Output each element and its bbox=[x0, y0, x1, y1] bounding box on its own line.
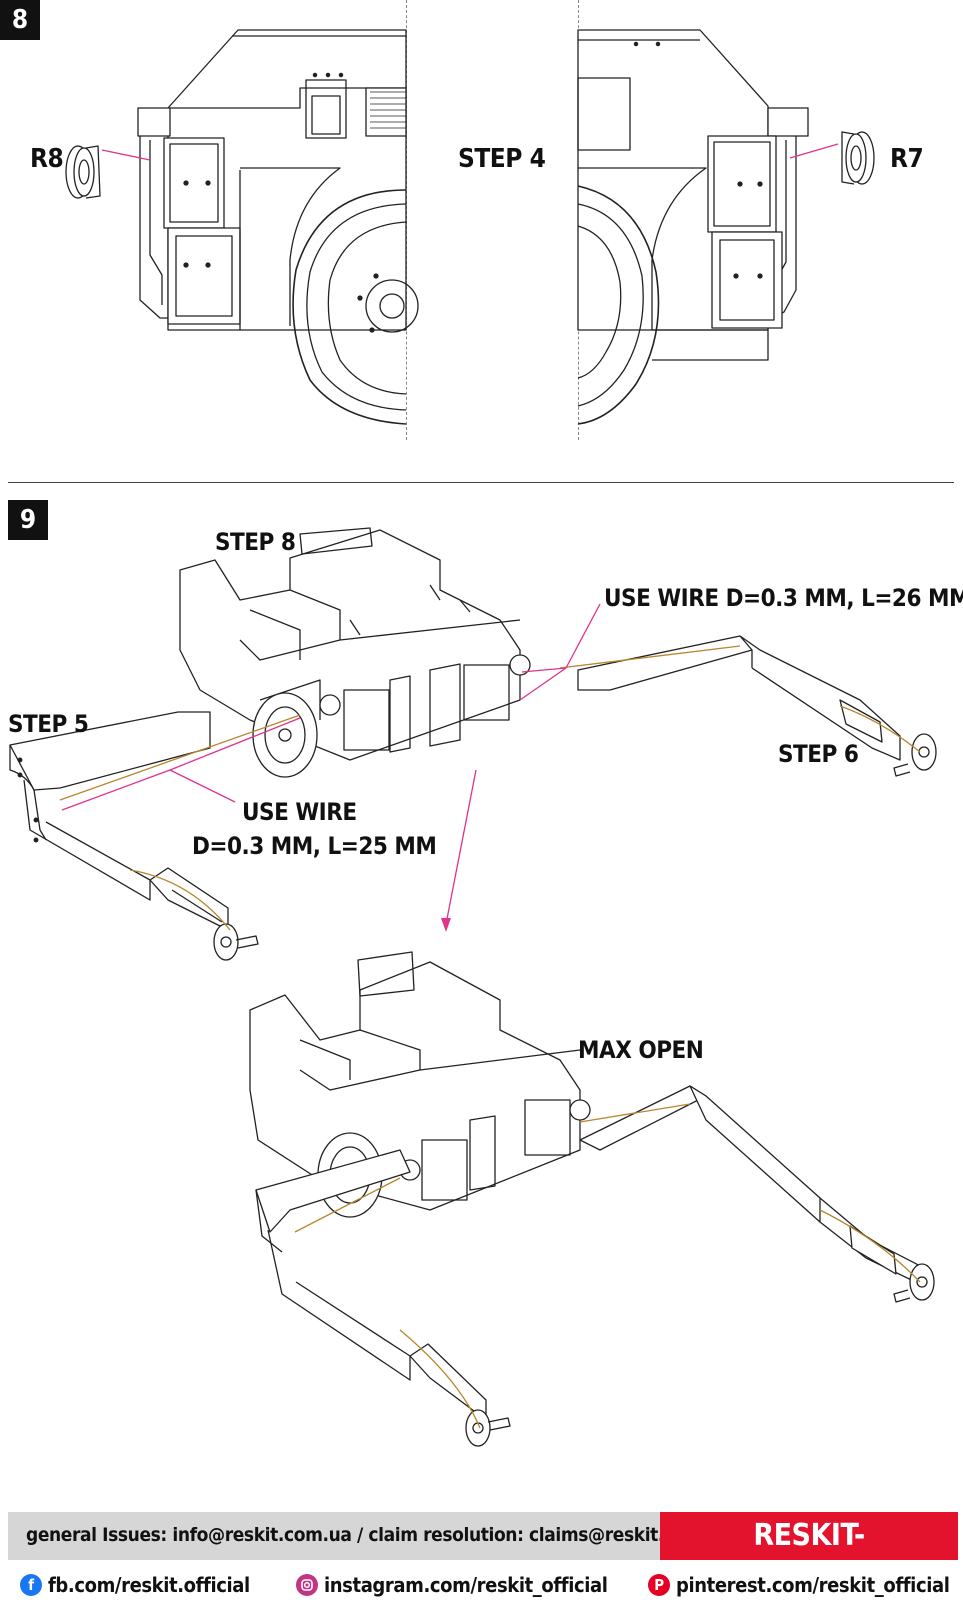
label-r8: R8 bbox=[30, 144, 64, 174]
instagram-link[interactable]: instagram.com/reskit_official bbox=[296, 1572, 608, 1598]
pinterest-link[interactable]: P pinterest.com/reskit_official bbox=[648, 1572, 950, 1598]
pinterest-icon: P bbox=[648, 1574, 670, 1596]
pinterest-text: pinterest.com/reskit_official bbox=[676, 1573, 950, 1597]
footer-contact: general Issues: info@reskit.com.ua / cla… bbox=[26, 1524, 732, 1546]
facebook-text: fb.com/reskit.official bbox=[48, 1573, 250, 1597]
instagram-text: instagram.com/reskit_official bbox=[324, 1573, 608, 1597]
vehicle-lower bbox=[249, 951, 935, 1447]
vehicle-left-half bbox=[137, 29, 419, 425]
vehicle-upper bbox=[179, 527, 531, 778]
step-8-badge: 8 bbox=[0, 0, 40, 40]
label-wire-right: USE WIRE D=0.3 MM, L=26 MM bbox=[604, 584, 963, 612]
section-divider bbox=[8, 482, 954, 483]
label-step6: STEP 6 bbox=[778, 740, 859, 768]
arm-step5 bbox=[9, 711, 259, 961]
wires bbox=[59, 645, 921, 1429]
label-step4: STEP 4 bbox=[458, 144, 546, 174]
brand-link[interactable]: RESKIT-MODELS.COM bbox=[660, 1512, 958, 1601]
arm-step6 bbox=[577, 635, 937, 777]
facebook-link[interactable]: f fb.com/reskit.official bbox=[20, 1572, 250, 1598]
leader-lines bbox=[61, 143, 839, 925]
facebook-icon: f bbox=[20, 1574, 42, 1596]
label-wire-left-line2: D=0.3 MM, L=25 MM bbox=[192, 832, 437, 860]
label-max-open: MAX OPEN bbox=[578, 1036, 704, 1064]
instagram-icon bbox=[296, 1574, 318, 1596]
label-wire-left-line1: USE WIRE bbox=[242, 798, 357, 826]
label-r7: R7 bbox=[890, 144, 924, 174]
vehicle-right-half bbox=[577, 29, 809, 425]
part-r7 bbox=[841, 131, 875, 185]
label-step8: STEP 8 bbox=[215, 528, 296, 556]
label-step5: STEP 5 bbox=[8, 710, 89, 738]
part-r8 bbox=[65, 145, 101, 199]
arrow-down-icon bbox=[441, 918, 451, 932]
step-9-badge: 9 bbox=[8, 500, 48, 540]
